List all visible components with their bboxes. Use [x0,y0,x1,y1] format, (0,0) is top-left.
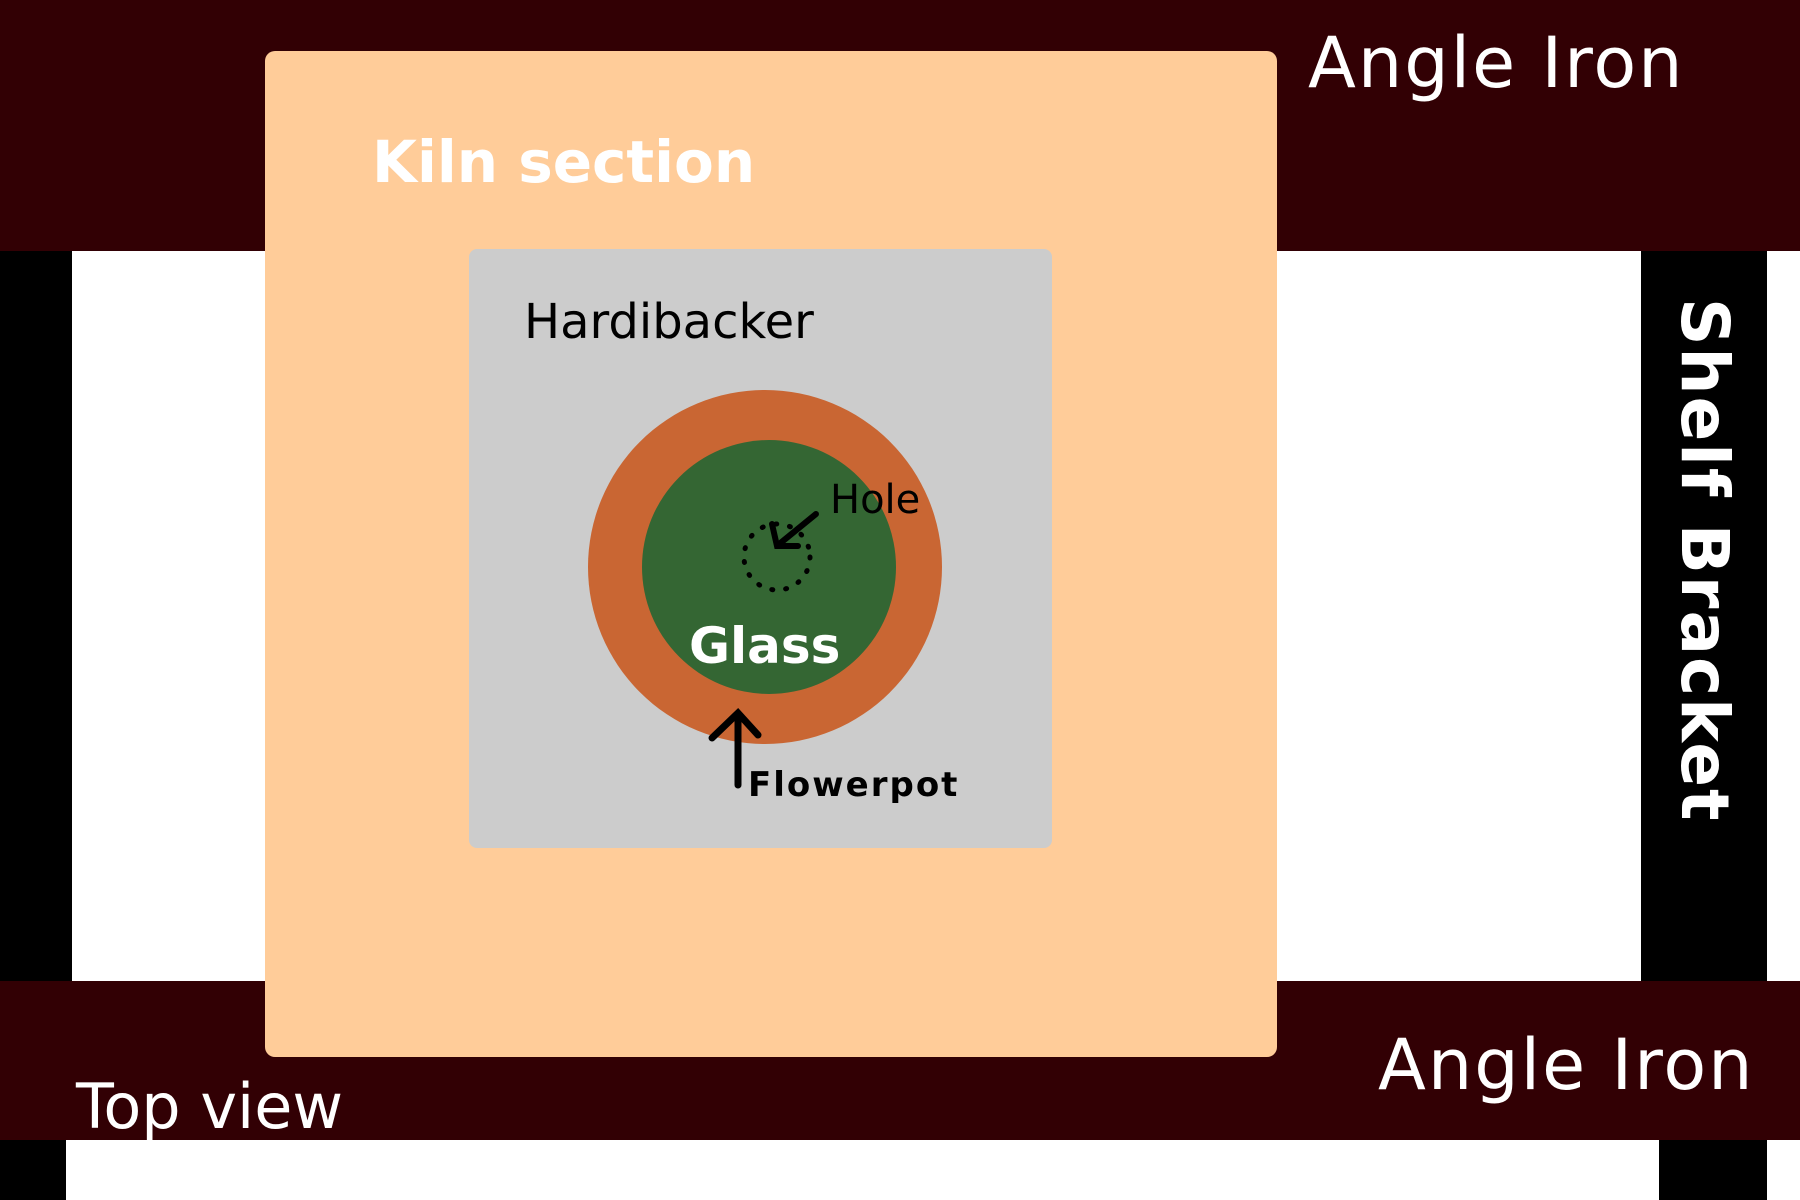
view-label: Top view [75,1070,343,1143]
angle-iron-bottom-label: Angle Iron [1378,1024,1755,1106]
glass-label: Glass [689,617,840,675]
hole-label: Hole [830,477,920,523]
bottom-white-strip [66,1140,1659,1200]
hardibacker-label: Hardibacker [524,294,814,350]
kiln-section-label: Kiln section [372,128,755,196]
glass-disc [642,440,896,694]
angle-iron-top-label: Angle Iron [1308,22,1685,104]
hole-dotted-circle [741,521,813,593]
flowerpot-label: Flowerpot [748,765,959,805]
hole-arrow [769,511,819,549]
flowerpot-arrow [708,707,762,789]
shelf-bracket-label: Shelf Bracket [1666,298,1743,823]
